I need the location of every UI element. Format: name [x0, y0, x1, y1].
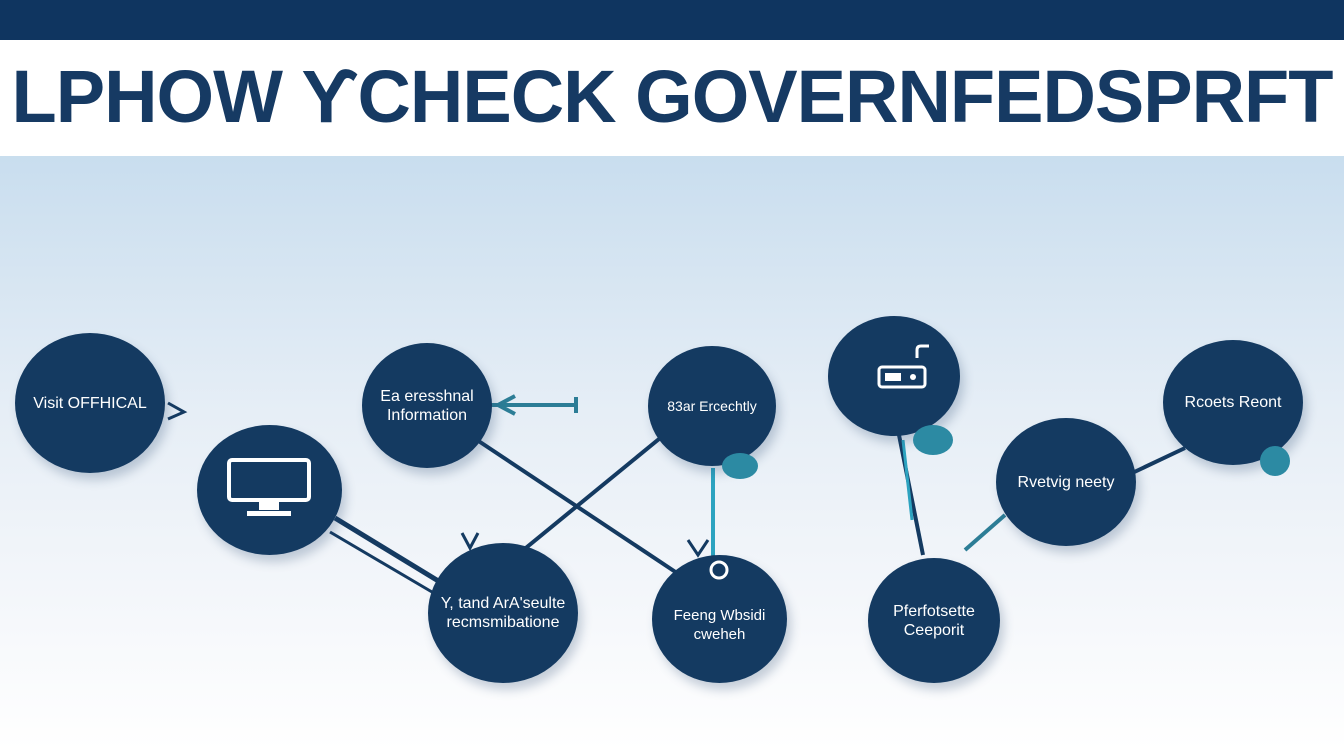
node-visit-official: Visit OFFHICAL	[15, 333, 165, 473]
connector-review-report	[1127, 446, 1186, 477]
node-preferred-report-label: Pferfotsette Ceeporit	[893, 602, 975, 639]
node-personal-information-label: Ea eresshnal Information	[380, 387, 474, 424]
arrowhead-gather	[460, 532, 480, 552]
connector-info-web	[463, 430, 682, 577]
node-website-label: Feeng Wbsidi cweheh	[673, 607, 766, 643]
top-bar	[0, 0, 1344, 40]
node-report-label: Rcoets Reont	[1184, 394, 1282, 411]
page-title: LPHOW ϒCHECK GOVERNFEDSPRFT	[11, 55, 1334, 138]
location-pin-icon	[709, 560, 729, 580]
node-eligibility: 83ar Ercechtly	[648, 346, 776, 466]
connector-lock-pref-teal	[901, 439, 914, 521]
accent-dot-lock	[913, 425, 953, 455]
accent-dot-eligibility	[722, 453, 758, 479]
node-monitor	[197, 425, 342, 555]
node-gather-documents: Y, tand ArA'seulte recmsmibatione	[428, 543, 578, 683]
node-gather-documents-label: Y, tand ArA'seulte recmsmibatione	[440, 595, 566, 631]
node-review-label: Rvetvig neety	[1017, 473, 1115, 491]
connector-info-arrow-a	[497, 394, 516, 407]
node-eligibility-label: 83ar Ercechtly	[667, 397, 757, 414]
connector-monitor-gather-b	[329, 530, 433, 594]
node-personal-information: Ea eresshnal Information	[362, 343, 492, 468]
lock-icon	[877, 344, 929, 389]
node-visit-official-label: Visit OFFHICAL	[33, 394, 147, 412]
node-review: Rvetvig neety	[996, 418, 1136, 546]
node-report: Rcoets Reont	[1163, 340, 1303, 465]
connector-info-arrow-b	[497, 403, 516, 416]
connector-monitor-gather-a	[333, 515, 442, 585]
arrowhead-visit	[167, 401, 188, 421]
node-secure-login	[828, 316, 960, 436]
connector-pref-review	[963, 513, 1007, 552]
node-website: Feeng Wbsidi cweheh	[652, 555, 787, 683]
connector-gather-elig	[503, 428, 672, 567]
arrowhead-web	[686, 539, 710, 558]
title-band	[0, 40, 1344, 156]
node-preferred-report: Pferfotsette Ceeporit	[868, 558, 1000, 683]
accent-dot-report	[1260, 446, 1290, 476]
monitor-icon	[227, 458, 311, 516]
